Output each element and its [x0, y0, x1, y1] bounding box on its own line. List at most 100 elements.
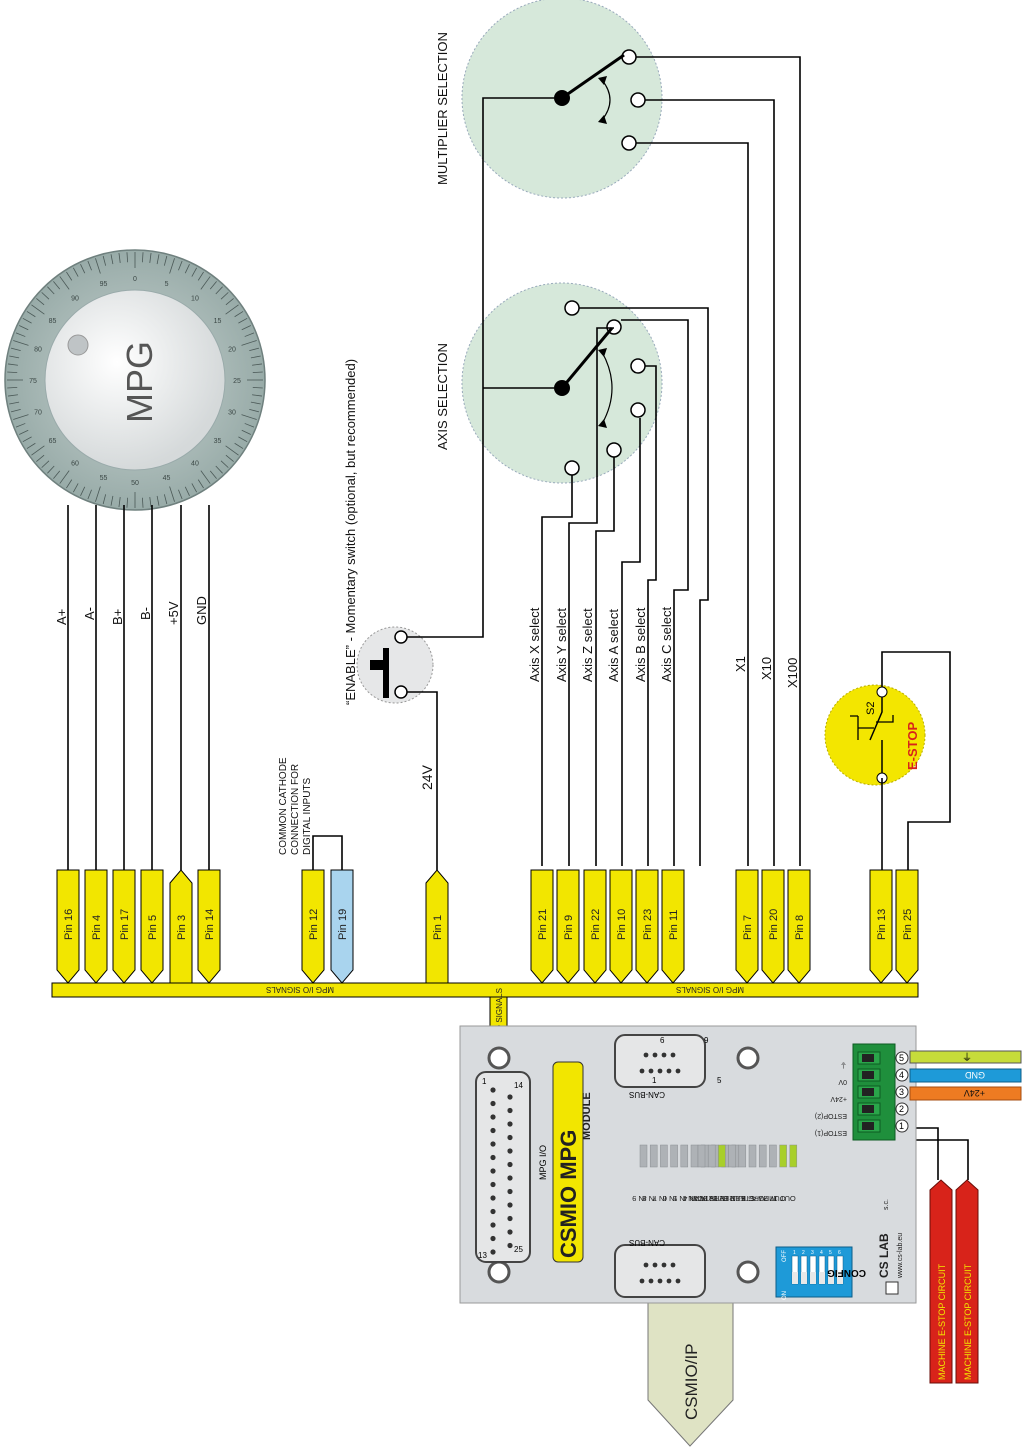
signal-axis-x: Axis X select	[527, 607, 542, 682]
estop-circuit-2-label: MACHINE E-STOP CIRCUIT	[963, 1263, 973, 1380]
dip-off-label: OFF	[782, 1250, 788, 1262]
db25-pin-25: 25	[514, 1245, 523, 1254]
dial-number: 25	[233, 378, 241, 385]
dial-number: 20	[228, 346, 236, 353]
estop-switch-id: S2	[865, 702, 877, 715]
pin-label: Pin 8	[794, 915, 806, 940]
gnd-output-label: GND	[965, 1070, 986, 1080]
db25-pin-14: 14	[514, 1081, 523, 1090]
input-label: IN 7	[653, 1194, 667, 1203]
dial-number: 0	[133, 276, 137, 283]
dial-number: 75	[29, 378, 37, 385]
db25-pin-13: 13	[478, 1251, 487, 1260]
dial-number: 55	[100, 475, 108, 482]
status-leds	[697, 1144, 798, 1168]
earth-output-label: ⏚	[962, 1052, 972, 1064]
pin-label: Pin 22	[590, 909, 602, 940]
estop-circuit-1-label: MACHINE E-STOP CIRCUIT	[937, 1263, 947, 1380]
pin-connector: Pin 22	[583, 869, 607, 984]
dial-number: 45	[163, 475, 171, 482]
pin-label: Pin 10	[616, 909, 628, 940]
input-label: IN 0	[724, 1194, 738, 1203]
maker-website: www.cs-lab.eu	[897, 1233, 904, 1279]
db25-label: MPG I/O	[538, 1145, 548, 1180]
terminal-number: 5	[899, 1053, 904, 1063]
signal-5v: +5V	[166, 601, 181, 625]
signal-x10: X10	[759, 657, 774, 680]
pin-label: Pin 25	[902, 909, 914, 940]
input-labels: IN 0IN 1IN 2IN 3IN 4IN 5IN 6IN 7IN 8IN 9	[632, 1194, 738, 1203]
estop-circuit-2: MACHINE E-STOP CIRCUIT	[955, 1179, 979, 1384]
status-label: STILL	[735, 1194, 755, 1203]
mpg-io-bus: MPG I/O SIGNALS MPG I/O SIGNALS MPG I/O …	[51, 982, 919, 1058]
input-label: IN 8	[642, 1194, 656, 1203]
signal-axis-a: Axis A select	[606, 609, 621, 682]
dip-number: 2	[802, 1250, 805, 1256]
pin-label: Pin 20	[768, 909, 780, 940]
estop-button[interactable]: S2 E-STOP	[824, 684, 926, 786]
terminal-label: ⏚	[840, 1061, 847, 1069]
bus-label-right: MPG I/O SIGNALS	[676, 985, 744, 994]
brand-sub: MODULE	[581, 1092, 593, 1140]
pin-connector: Pin 23	[635, 869, 659, 984]
axis-selection-title: AXIS SELECTION	[435, 343, 450, 450]
terminal-number: 4	[899, 1070, 904, 1080]
canbus-label-bottom: CAN-BUS	[629, 1238, 665, 1247]
terminal-label: ESTOP(2)	[815, 1112, 847, 1119]
maker-suffix: s.c.	[883, 1199, 890, 1210]
dial-number: 90	[71, 295, 79, 302]
v24-output: +24V	[909, 1086, 1022, 1101]
brand-badge: CSMIO MPG MODULE	[552, 1061, 593, 1263]
cslab-logo: CS LAB s.c. www.cs-lab.eu	[877, 1199, 904, 1295]
pin-label: Pin 5	[147, 915, 159, 940]
pin-connector: Pin 5	[140, 869, 164, 984]
mpg-knob[interactable]	[44, 289, 226, 471]
multiplier-selection-title: MULTIPLIER SELECTION	[435, 32, 450, 185]
pin-label: Pin 11	[668, 910, 680, 940]
terminal-label: 0V	[838, 1078, 847, 1085]
axis-signal-labels: Axis X select Axis Y select Axis Z selec…	[527, 606, 674, 682]
status-label: REV	[719, 1194, 734, 1203]
input-label: IN 9	[632, 1194, 646, 1203]
v24-output-label: +24V	[964, 1088, 985, 1098]
pin-connector: Pin 20	[761, 869, 785, 984]
signal-a-minus: A-	[82, 607, 97, 620]
db25-connector[interactable]: 1 13 14 25	[475, 1071, 531, 1263]
signal-gnd: GND	[194, 596, 209, 625]
brand-name: CSMIO MPG	[556, 1130, 581, 1258]
signal-axis-y: Axis Y select	[554, 608, 569, 682]
axis-selector-switch[interactable]	[461, 282, 663, 484]
status-label: ERR	[708, 1194, 724, 1203]
dial-number: 5	[165, 281, 169, 288]
dip-on-label: ON	[782, 1291, 788, 1300]
pin-connector: Pin 16	[56, 869, 80, 984]
signal-x1: X1	[733, 656, 748, 672]
canbus-connector-top[interactable]: 1 5 6 9	[614, 1034, 722, 1088]
pin-label: Pin 16	[63, 909, 75, 940]
bus-down-label: MPG I/O SIGNALS	[495, 988, 504, 1056]
dial-number: 40	[191, 461, 199, 468]
mpg-label: MPG	[119, 341, 160, 423]
wires	[67, 56, 969, 1180]
pin-label: Pin 4	[91, 915, 103, 940]
multiplier-selector-switch[interactable]	[461, 0, 663, 199]
terminal-label: +24V	[830, 1095, 847, 1102]
dial-number: 35	[214, 438, 222, 445]
signal-x100: X100	[785, 658, 800, 688]
canbus-connector-bottom[interactable]	[614, 1244, 706, 1298]
status-label: MPG A	[752, 1194, 776, 1203]
pin-connector: Pin 21	[530, 869, 554, 984]
enable-switch[interactable]	[356, 626, 434, 704]
dip-number: 3	[811, 1250, 814, 1256]
pin-label: Pin 21	[537, 909, 549, 940]
input-label: IN 4	[683, 1194, 697, 1203]
signal-axis-z: Axis Z select	[580, 608, 595, 682]
signal-b-minus: B-	[138, 607, 153, 620]
status-label: MPG B	[741, 1194, 765, 1203]
